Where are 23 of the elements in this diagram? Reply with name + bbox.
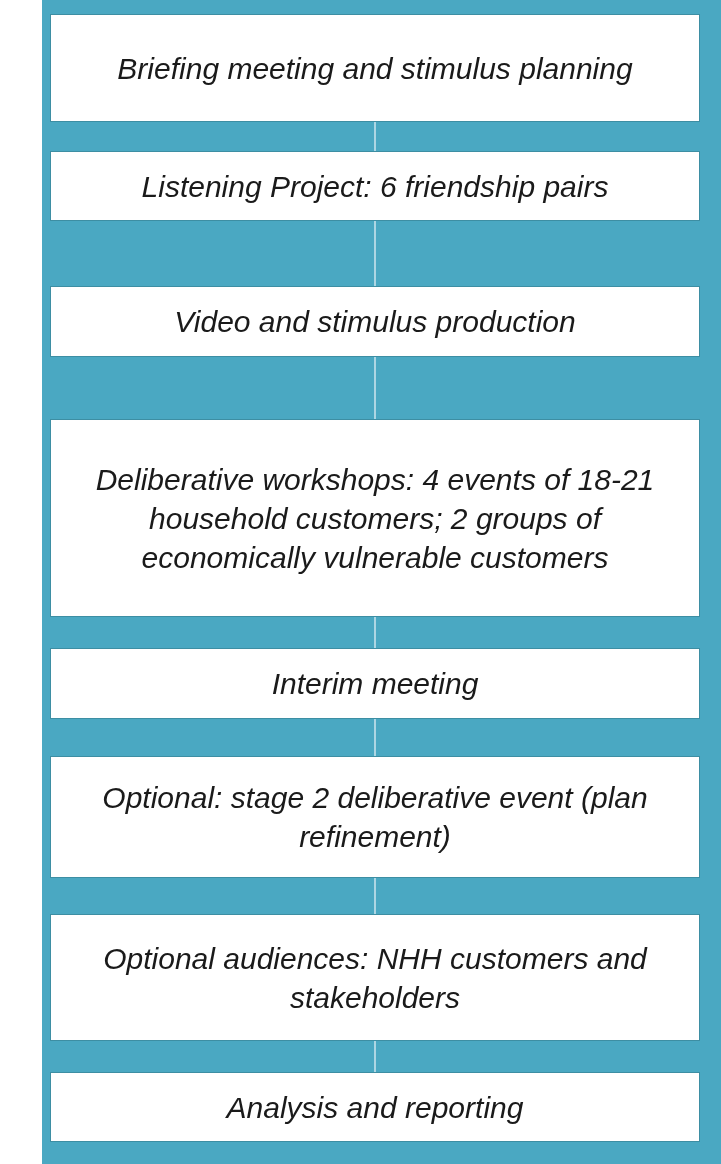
step-text: Video and stimulus production: [174, 304, 576, 340]
step-text: Interim meeting: [271, 666, 479, 702]
process-box: [50, 1072, 700, 1142]
process-box: [50, 756, 700, 878]
connector-line: [374, 877, 376, 915]
step-text: Analysis and reporting: [226, 1089, 524, 1126]
connector-line: [374, 1040, 376, 1073]
step-text: Optional: stage 2 deliberative event (plan refinement): [101, 780, 649, 855]
connector-line: [374, 718, 376, 757]
process-box: [50, 419, 700, 617]
process-box: [50, 14, 700, 122]
connector-line: [374, 616, 376, 649]
process-box: [50, 648, 700, 719]
connector-line: [374, 356, 376, 420]
step-text: Listening Project: 6 friendship pairs: [141, 168, 609, 205]
connector-line: [374, 121, 376, 152]
process-box: [50, 151, 700, 221]
connector-line: [374, 220, 376, 287]
process-box: [50, 286, 700, 357]
step-text: Briefing meeting and stimulus planning: [117, 50, 633, 87]
step-text: Deliberative workshops: 4 events of 18-21 household customers; 2 groups of economically vulnerable customers: [94, 461, 656, 576]
step-text: Optional audiences: NHH customers and stakeholders: [102, 940, 649, 1016]
process-box: [50, 914, 700, 1041]
